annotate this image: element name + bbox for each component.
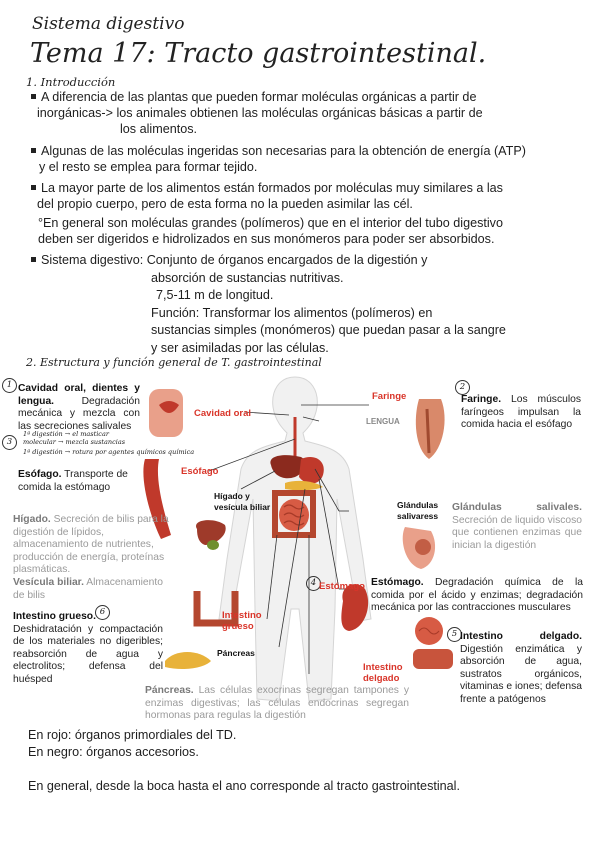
- bullet-5-line-6: y ser asimiladas por las células.: [151, 340, 329, 355]
- subject-heading: Sistema digestivo: [32, 14, 185, 34]
- digestive-system-figure: 1 2 3 4 5 6 Cavidad oral Faringe LENGUA …: [2, 369, 591, 725]
- bullet-3: La mayor parte de los alimentos están fo…: [31, 181, 591, 213]
- caption-esofago-title: Esófago.: [18, 469, 62, 480]
- number-6: 6: [95, 605, 110, 620]
- bullet-marker: [31, 148, 36, 154]
- label-glandulas: Glándulas salivaress: [397, 500, 439, 521]
- caption-estomago: Estómago. Degradación química de la comi…: [371, 577, 583, 615]
- pancreas-shape: [285, 480, 323, 491]
- large-intestine-shape: [272, 490, 316, 538]
- number-1: 1: [2, 378, 17, 393]
- caption-estomago-title: Estómago.: [371, 577, 424, 588]
- bullet-marker: [31, 94, 36, 100]
- bullet-2-line-2: y el resto se emplea para formar tejido.: [39, 159, 258, 174]
- bullet-1-line-1: A diferencia de las plantas que pueden f…: [41, 90, 477, 104]
- caption-cavidad-oral: Cavidad oral, dientes y lengua. Degradac…: [18, 383, 140, 433]
- bullet-5-line-1: Sistema digestivo: Conjunto de órganos e…: [41, 253, 428, 267]
- number-2: 2: [455, 380, 470, 395]
- number-4: 4: [306, 576, 321, 591]
- label-intestino-grueso: Intestino grueso: [222, 610, 262, 632]
- caption-glandulas: Glándulas salivales. Secreción de liquid…: [452, 502, 582, 552]
- label-esofago: Esófago: [181, 466, 219, 477]
- caption-grueso-title: Intestino grueso.: [13, 611, 96, 622]
- caption-delgado-title: Intestino delgado.: [460, 631, 582, 642]
- bullet-5-line-3: 7,5-11 m de longitud.: [156, 288, 274, 302]
- caption-higado: Hígado. Secreción de bilis para la diges…: [13, 514, 169, 602]
- bullet-4: °En general son moléculas grandes (polím…: [38, 216, 598, 248]
- bullet-5: Sistema digestivo: Conjunto de órganos e…: [31, 252, 591, 357]
- bullet-5-line-5: sustancias simples (monómeros) que pueda…: [151, 323, 506, 337]
- caption-esofago-text: Transporte de comida la estómago: [18, 469, 128, 493]
- number-5: 5: [447, 627, 462, 642]
- bullet-4-line-1: °En general son moléculas grandes (polím…: [38, 216, 503, 230]
- pharynx-thumbnail: [415, 399, 445, 459]
- bullet-5-line-2: absorción de sustancias nutritivas.: [151, 270, 344, 285]
- label-pancreas: Páncreas: [217, 648, 255, 658]
- bullet-marker: [31, 257, 36, 263]
- stomach-shape: [299, 456, 324, 484]
- caption-faringe-text: Los músculos faríngeos impulsan la comid…: [461, 394, 581, 431]
- bullet-2-line-1: Algunas de las moléculas ingeridas son n…: [41, 144, 526, 158]
- anatomy-illustration: [143, 376, 453, 702]
- caption-pancreas-title: Páncreas.: [145, 685, 194, 696]
- caption-vesicula-title: Vesícula biliar.: [13, 576, 84, 588]
- legend-black: En negro: órganos accesorios.: [28, 745, 199, 759]
- pancreas-thumbnail: [165, 652, 211, 669]
- handwritten-note-1: 1ª digestión → el masticar molecular → m…: [23, 430, 126, 446]
- bullet-1-line-3: los alimentos.: [120, 121, 197, 136]
- section-2-heading: 2. Estructura y función general de T. ga…: [26, 356, 322, 369]
- handwritten-note-2: 1ª digestión → rotura por agentes químic…: [23, 448, 195, 456]
- label-cavidad-oral: Cavidad oral: [194, 408, 252, 419]
- number-3: 3: [2, 435, 17, 450]
- caption-estomago-text: Degradación química de la comida por el …: [371, 577, 583, 614]
- bullet-3-line-1: La mayor parte de los alimentos están fo…: [41, 181, 503, 195]
- bullet-marker: [31, 185, 36, 191]
- caption-delgado-text: Digestión enzimática y absorción de agua…: [460, 643, 582, 705]
- legend-red: En rojo: órganos primordiales del TD.: [28, 728, 237, 742]
- page-title: Tema 17: Tracto gastrointestinal.: [30, 38, 487, 69]
- mouth-thumbnail: [149, 389, 183, 437]
- label-higado: Hígado y vesícula biliar: [214, 491, 271, 512]
- bullet-1: A diferencia de las plantas que pueden f…: [31, 90, 571, 137]
- caption-higado-text: Secreción de bilis para la digestión de …: [13, 514, 169, 576]
- body-silhouette: [218, 376, 372, 702]
- bullet-4-line-2: deben ser digeridos e hidrolizados en su…: [38, 231, 495, 246]
- salivary-gland-thumbnail: [402, 527, 436, 569]
- intestine-folds: [283, 504, 305, 526]
- caption-faringe-title: Faringe.: [461, 394, 502, 405]
- caption-pancreas-text: Las células exocrinas segregan tampones …: [145, 685, 409, 722]
- label-estomago: Estómago: [319, 581, 365, 592]
- summary-line: En general, desde la boca hasta el ano c…: [28, 779, 460, 793]
- caption-esofago: Esófago. Transporte de comida la estómag…: [18, 469, 136, 494]
- caption-cavidad-title: Cavidad oral, dientes y lengua.: [18, 383, 140, 407]
- esophagus-thumbnail: [143, 459, 171, 539]
- caption-higado-title: Hígado.: [13, 514, 51, 525]
- footer-legend: En rojo: órganos primordiales del TD. En…: [28, 727, 588, 795]
- caption-intestino-delgado: Intestino delgado. Digestión enzimática …: [460, 631, 582, 707]
- caption-glandulas-text: Secreción de liquido viscoso que contien…: [452, 514, 582, 551]
- label-lengua: LENGUA: [366, 417, 400, 426]
- label-intestino-delgado: Intestino delgado: [363, 662, 403, 684]
- bullet-1-line-2: inorgánicas-> los animales obtienen las …: [37, 105, 483, 120]
- caption-glandulas-title: Glándulas salivales.: [452, 502, 582, 513]
- intro-heading: 1. Introducción: [26, 75, 116, 89]
- liver-shape: [270, 455, 306, 479]
- stomach-thumbnail: [341, 584, 369, 631]
- caption-faringe: Faringe. Los músculos faríngeos impulsan…: [461, 394, 581, 432]
- caption-intestino-grueso: Intestino grueso. Deshidratación y compa…: [13, 611, 163, 687]
- label-faringe: Faringe: [372, 391, 407, 402]
- large-intestine-thumbnail: [193, 591, 239, 627]
- bullet-2: Algunas de las moléculas ingeridas son n…: [31, 144, 591, 176]
- bullet-3-line-2: del propio cuerpo, pero de esta forma no…: [37, 196, 413, 211]
- bullet-5-line-4: Función: Transformar los alimentos (polí…: [151, 305, 433, 320]
- liver-thumbnail: [196, 520, 226, 550]
- caption-vesicula-text: Almacenamiento de bilis: [13, 576, 163, 601]
- caption-pancreas: Páncreas. Las células exocrinas segregan…: [145, 685, 409, 723]
- caption-cavidad-text: Degradación mecánica y mezcla con las se…: [18, 395, 140, 432]
- caption-grueso-text: Deshidratación y compactación de los mat…: [13, 623, 163, 685]
- small-intestine-thumbnail: [413, 617, 453, 669]
